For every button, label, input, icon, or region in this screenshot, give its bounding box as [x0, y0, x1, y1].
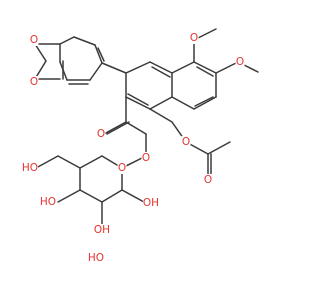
atom-label-oh-c4: HO [40, 196, 56, 208]
atom-label-o-acetyl-ester: O [182, 136, 190, 148]
atom-label-oh-c3b: HO [88, 252, 104, 264]
atom-label-backdrop [235, 56, 245, 68]
bond-26 [193, 96, 217, 110]
atom-label-backdrop [40, 196, 56, 208]
atom-label-backdrop [29, 76, 39, 88]
bond-32 [215, 61, 239, 74]
bond-56 [57, 189, 81, 203]
bond-36 [106, 121, 130, 135]
bond-37 [125, 121, 147, 135]
atom-label-o-methoxy-lower: O [236, 56, 244, 68]
atom-label-o-acetyl-carbonyl: O [204, 174, 212, 186]
atom-label-oh-c3: OH [94, 224, 110, 236]
bond-27 [171, 96, 195, 110]
atom-label-backdrop [96, 128, 106, 140]
atom-labels: O O O O O O O O O HO OH OH HO HO [22, 32, 245, 264]
bond-15 [125, 61, 151, 74]
atom-label-backdrop [189, 32, 199, 44]
atom-label-oh-primary: HO [22, 162, 38, 174]
bond-13 [97, 47, 105, 62]
structure-drawing: O O O O O O O O O HO OH OH HO HO [22, 28, 259, 264]
bond-0 [34, 43, 47, 62]
bond-53 [35, 155, 59, 169]
bond-23 [171, 61, 195, 74]
bond-24 [193, 61, 217, 74]
atom-label-o-carbonyl: O [97, 128, 105, 140]
bond-19 [125, 96, 151, 110]
bond-49 [79, 189, 103, 203]
bond-4 [59, 36, 75, 45]
bond-52 [57, 155, 81, 169]
atom-label-backdrop [29, 34, 39, 46]
atom-label-backdrop [22, 162, 38, 174]
bond-50 [101, 189, 123, 203]
atom-label-backdrop [117, 162, 127, 174]
atom-label-o-methoxy-upper: O [190, 32, 198, 44]
molecule-diagram: O O O O O O O O O HO OH OH HO HO [21, 28, 259, 264]
bond-14 [101, 62, 127, 74]
atom-label-backdrop [141, 152, 151, 164]
atom-label-o-ester: O [142, 152, 150, 164]
bond-28 [196, 66, 214, 77]
atom-label-oh-c2: OH [143, 197, 159, 209]
bond-5 [73, 36, 96, 46]
bond-35 [103, 121, 127, 135]
bond-47 [79, 155, 103, 169]
bond-18 [149, 96, 173, 110]
atom-label-backdrop [181, 136, 191, 148]
atom-label-backdrop [203, 174, 213, 186]
atom-label-backdrop [143, 197, 159, 209]
bond-7 [89, 62, 103, 81]
atom-label-o-dioxole-bottom: O [30, 76, 38, 88]
bond-22 [127, 93, 149, 106]
bond-6 [94, 44, 103, 64]
bond-54 [121, 189, 145, 203]
atom-label-o-ring: O [118, 162, 126, 174]
bond-16 [149, 61, 173, 74]
bond-29 [194, 96, 214, 107]
atom-label-backdrop [88, 252, 104, 264]
atom-label-backdrop [94, 224, 110, 236]
bond-lines [34, 28, 259, 227]
atom-label-o-dioxole-top: O [30, 34, 38, 46]
bond-21 [151, 66, 171, 78]
bond-42 [207, 141, 231, 155]
bond-38 [149, 108, 173, 123]
